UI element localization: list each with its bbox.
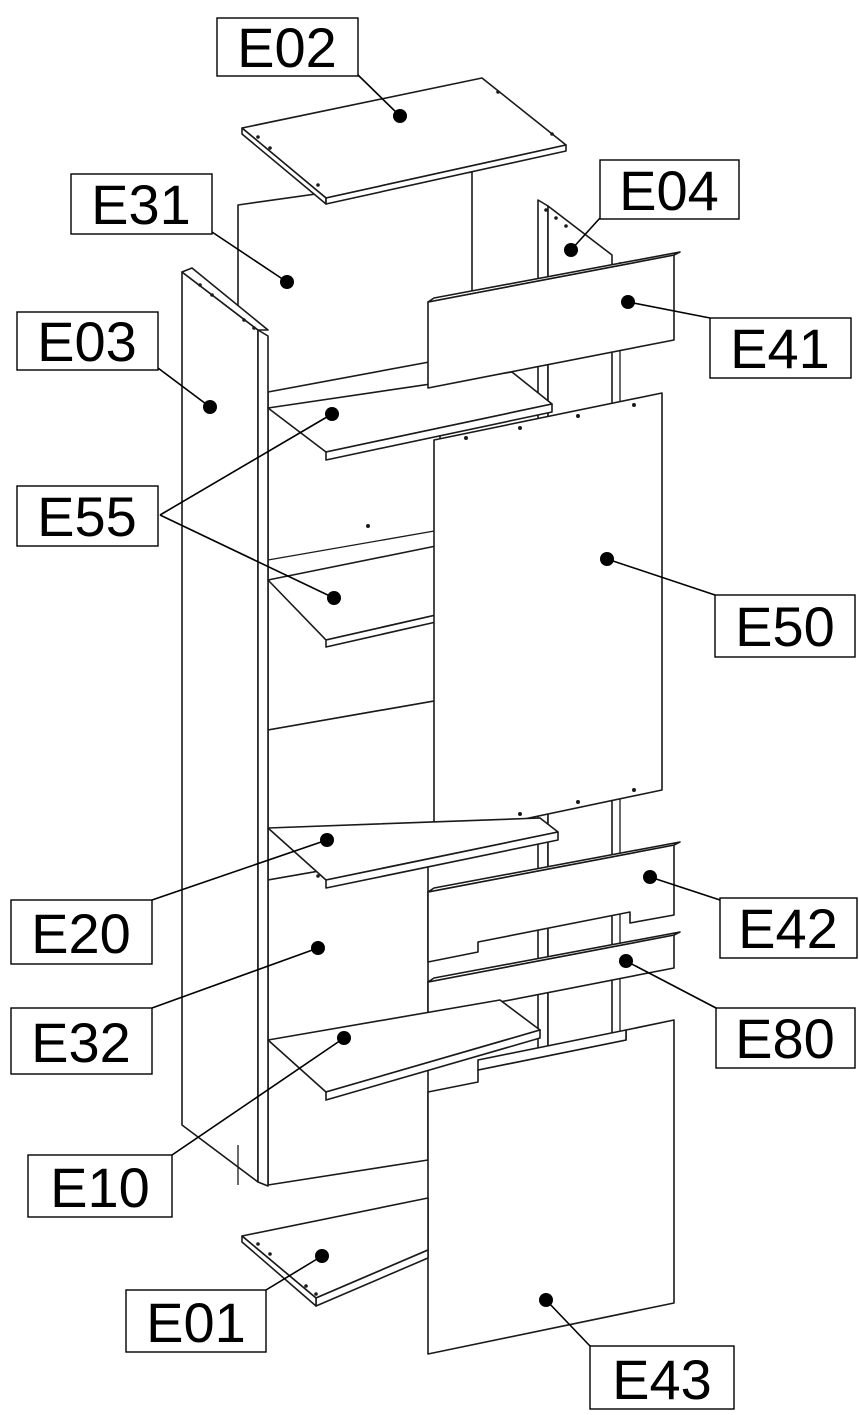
bottom-shelf [267, 999, 541, 1101]
label-E41-text: E41 [730, 317, 830, 380]
label-E42-text: E42 [738, 897, 838, 960]
shelf-middle [267, 545, 437, 648]
label-E31: E31 [70, 173, 213, 236]
lower-door [427, 1019, 675, 1355]
base-panel [241, 1197, 429, 1307]
drawer-front [427, 841, 681, 963]
label-E04-text: E04 [619, 159, 719, 222]
leader-lines [151, 74, 721, 1347]
label-E10-text: E10 [50, 1156, 150, 1219]
label-E04: E04 [599, 159, 740, 222]
label-E80-text: E80 [735, 1007, 835, 1070]
label-E01-text: E01 [146, 1291, 246, 1354]
label-E20-text: E20 [31, 902, 131, 965]
left-side-panel [181, 267, 269, 1187]
drawer-strip [427, 931, 681, 1017]
label-E03-text: E03 [37, 310, 137, 373]
label-E55: E55 [16, 485, 159, 548]
door-panel [433, 392, 663, 839]
label-E43: E43 [589, 1345, 735, 1411]
label-E50: E50 [714, 594, 856, 658]
label-E32-text: E32 [31, 1011, 131, 1074]
top-panel [241, 77, 567, 205]
label-E31-text: E31 [91, 173, 191, 236]
label-E50-text: E50 [735, 595, 835, 658]
label-E20: E20 [10, 899, 153, 965]
label-E10: E10 [27, 1154, 173, 1219]
label-E55-text: E55 [37, 485, 137, 548]
label-E43-text: E43 [612, 1348, 712, 1411]
label-E03: E03 [16, 310, 159, 373]
front-top-panel [427, 251, 681, 389]
label-E80: E80 [715, 1007, 856, 1070]
label-E41: E41 [709, 317, 852, 380]
label-E42: E42 [719, 897, 858, 960]
label-E32: E32 [10, 1007, 153, 1075]
label-E02-text: E02 [237, 16, 337, 79]
label-E01: E01 [125, 1289, 267, 1354]
label-E02: E02 [216, 16, 359, 79]
shelf-lower [267, 817, 559, 889]
